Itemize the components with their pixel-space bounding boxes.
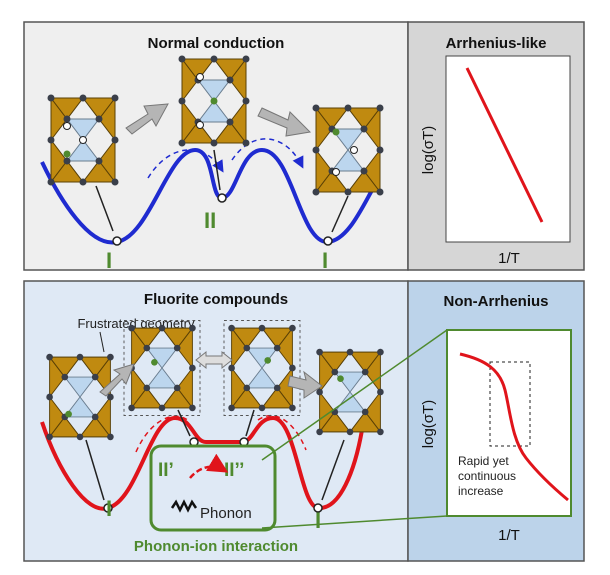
- transition-arrow: [257, 107, 312, 137]
- pointer-line: [331, 195, 349, 233]
- transition-arrow: [99, 363, 135, 397]
- site-marker: [313, 503, 323, 513]
- top-chart-ylabel: log(σT): [420, 126, 437, 174]
- site-marker: [323, 236, 333, 246]
- site-marker: [217, 193, 227, 203]
- lattice-cluster: [223, 320, 301, 416]
- inset-hop-arrow: [189, 453, 229, 479]
- lattice-cluster: [47, 94, 119, 186]
- lattice-cluster: [312, 104, 384, 196]
- phonon-label: Phonon: [200, 505, 252, 522]
- highlight-region: [489, 361, 531, 447]
- zoom-connector: [261, 329, 448, 461]
- annotation-line-1: Rapid yet: [458, 454, 509, 468]
- site-label-I: I: [322, 248, 328, 273]
- site-label-I: I: [106, 496, 112, 521]
- non-arrhenius-curve: [459, 352, 569, 502]
- swap-arrow: [195, 350, 233, 370]
- lattice-cluster: [315, 348, 385, 436]
- interaction-label: Phonon-ion interaction: [134, 538, 298, 555]
- transition-arrow: [125, 103, 169, 135]
- annotation-line-3: increase: [458, 484, 504, 498]
- arrhenius-line: [465, 67, 544, 223]
- top-title: Normal conduction: [148, 35, 285, 52]
- site-label-II: II: [204, 208, 216, 233]
- pointer-line: [245, 409, 255, 437]
- pointer-line: [213, 149, 221, 191]
- site-label-I: I: [106, 248, 112, 273]
- pointer-line: [99, 331, 105, 353]
- phonon-wave-icon: [170, 499, 198, 513]
- lattice-cluster: [178, 55, 250, 147]
- lattice-cluster: [123, 320, 201, 416]
- hop-arrow-left: [135, 415, 191, 453]
- pointer-line: [85, 439, 105, 501]
- zoom-connector: [261, 515, 448, 529]
- inset-site-a: II’: [158, 460, 174, 481]
- lattice-cluster: [45, 353, 115, 441]
- bottom-title: Fluorite compounds: [144, 291, 288, 308]
- pointer-line: [177, 409, 191, 437]
- frustrated-label: Frustrated geometry: [77, 316, 195, 331]
- site-marker: [103, 503, 113, 513]
- pointer-line: [321, 439, 345, 501]
- transition-arrow: [287, 370, 323, 399]
- site-label-I: I: [315, 508, 321, 533]
- hop-arrow-right: [257, 414, 307, 451]
- top-chart-title: Arrhenius-like: [446, 35, 547, 52]
- inset-site-b: II’’: [224, 460, 244, 481]
- bottom-chart-ylabel: log(σT): [420, 400, 437, 448]
- annotation-line-2: continuous: [458, 469, 516, 483]
- hop-arrow-right: [231, 138, 304, 169]
- bottom-chart-xlabel: 1/T: [498, 527, 520, 544]
- phonon-inset-box: [149, 444, 277, 532]
- bottom-chart-title: Non-Arrhenius: [444, 293, 549, 310]
- pointer-line: [95, 185, 114, 232]
- site-marker: [112, 236, 122, 246]
- top-chart-xlabel: 1/T: [498, 250, 520, 267]
- bottom-panel: [23, 280, 409, 562]
